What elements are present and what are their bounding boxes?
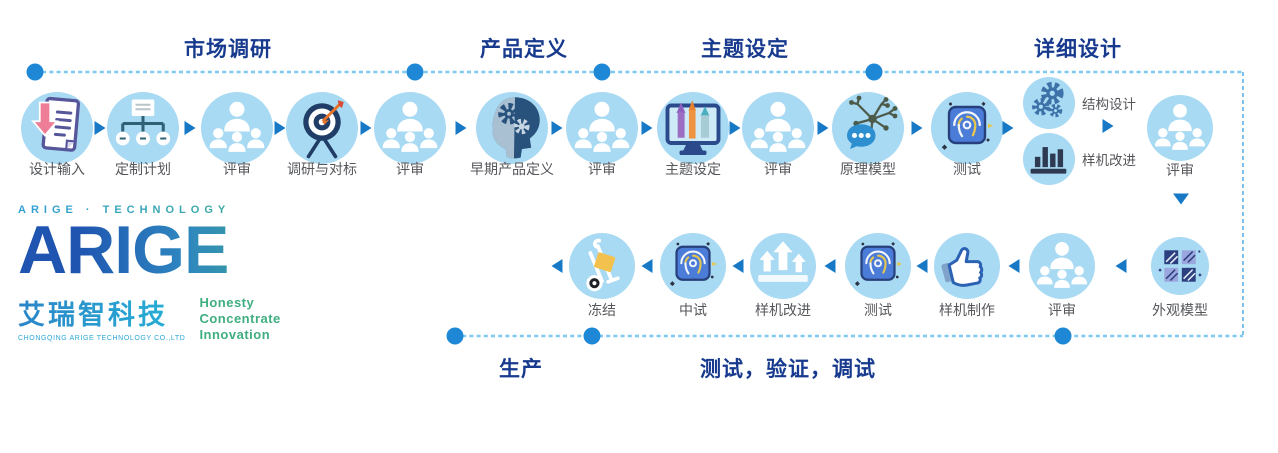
phase-label-theme-setting: 主题设定: [701, 38, 789, 61]
flow-arrow-left-icon: [916, 259, 928, 273]
thumbs-up-icon: [934, 233, 1000, 299]
step-label: 评审: [764, 161, 792, 177]
people-icon: [1029, 233, 1095, 299]
network-chat-icon: [832, 92, 904, 164]
step-label: 评审: [588, 161, 616, 177]
flow-arrow-right-icon: [911, 121, 923, 135]
people-icon: [566, 92, 638, 164]
phase-label-production: 生产: [499, 358, 543, 381]
phase-label-test-verify-debug: 测试，验证，调试: [700, 358, 876, 381]
up-arrows-icon: [750, 233, 816, 299]
step-label: 冻结: [588, 302, 616, 318]
target-icon: [286, 92, 358, 164]
step-label: 定制计划: [115, 161, 171, 177]
hand-truck-icon: [569, 233, 635, 299]
step-label: 样机改进: [755, 302, 811, 318]
flow-arrow-left-icon: [641, 259, 653, 273]
fingerprint-icon: [660, 233, 726, 299]
people-icon: [1147, 95, 1213, 161]
logo-slogan-line: Concentrate: [199, 310, 281, 326]
step-label: 评审: [223, 161, 251, 177]
people-icon: [374, 92, 446, 164]
logo-slogan-line: Innovation: [199, 327, 271, 343]
timeline-dots: [26, 63, 1072, 345]
flow-arrow-right-icon: [274, 121, 286, 135]
pattern-squares-icon: [1151, 237, 1209, 295]
step-label: 测试: [953, 161, 981, 177]
flow-arrow-right-icon: [729, 121, 741, 135]
flow-arrow-right-icon: [551, 121, 563, 135]
flow-arrow-right-icon: [817, 121, 829, 135]
logo-slogan-line: Honesty: [199, 294, 255, 310]
flow-arrow-right-icon: [1002, 121, 1014, 135]
step-label: 外观模型: [1152, 302, 1208, 318]
step-label: 中试: [679, 302, 707, 318]
logo-company-name-en: CHONGQING ARIGE TECHNOLOGY CO.,LTD: [18, 334, 186, 342]
step-label: 结构设计: [1082, 97, 1136, 112]
flow-arrow-left-icon: [551, 259, 563, 273]
company-logo: ARIGE · TECHNOLOGY ARIGE 艾瑞智科技 CHONGQING…: [18, 204, 318, 343]
timeline-dot: [406, 63, 424, 81]
flow-arrow-right-icon: [94, 121, 106, 135]
fingerprint-icon: [845, 233, 911, 299]
step-label: 样机制作: [939, 302, 995, 318]
logo-brand-line: ARIGE · TECHNOLOGY: [18, 204, 318, 216]
step-label: 测试: [864, 302, 892, 318]
flow-arrow-right-icon: [455, 121, 467, 135]
document-input-icon: [21, 92, 93, 164]
gears-icon: [1023, 77, 1075, 129]
logo-company-block: 艾瑞智科技 CHONGQING ARIGE TECHNOLOGY CO.,LTD: [18, 293, 185, 344]
timeline-dot: [583, 327, 601, 345]
timeline-dot: [446, 327, 464, 345]
step-label: 设计输入: [29, 161, 85, 177]
sitemap-icon: [107, 92, 179, 164]
phase-label-detailed-design: 详细设计: [1034, 38, 1122, 61]
logo-company-name-cn: 艾瑞智科技: [18, 293, 185, 332]
people-icon: [742, 92, 814, 164]
flow-arrow-right-icon: [641, 121, 653, 135]
step-label: 评审: [1048, 302, 1076, 318]
step-label: 评审: [396, 161, 424, 177]
phase-label-product-definition: 产品定义: [480, 38, 568, 61]
monitor-chart-icon: [657, 92, 729, 164]
logo-slogan: Honesty Concentrate Innovation: [199, 295, 280, 344]
head-gears-icon: [476, 92, 548, 164]
timeline-dot: [1054, 327, 1072, 345]
flow-arrow-right-icon: [1102, 119, 1114, 133]
phase-label-market-research: 市场调研: [184, 38, 272, 61]
flow-arrow-down-icon: [1173, 193, 1189, 205]
flow-arrow-left-icon: [1008, 259, 1020, 273]
step-label: 主题设定: [665, 161, 721, 177]
timeline-dot: [593, 63, 611, 81]
timeline-dot: [865, 63, 883, 81]
bar-chart-icon: [1023, 133, 1075, 185]
flow-arrow-right-icon: [360, 121, 372, 135]
logo-brand-name: ARIGE: [18, 216, 318, 284]
fingerprint-icon: [931, 92, 1003, 164]
flow-arrow-right-icon: [184, 121, 196, 135]
step-label: 原理模型: [840, 161, 896, 177]
people-icon: [201, 92, 273, 164]
flow-arrow-left-icon: [1115, 259, 1127, 273]
step-label: 调研与对标: [287, 161, 357, 177]
flow-arrow-left-icon: [824, 259, 836, 273]
step-label: 早期产品定义: [470, 161, 554, 177]
flow-arrow-left-icon: [732, 259, 744, 273]
step-label: 评审: [1166, 162, 1194, 178]
step-label: 样机改进: [1082, 153, 1136, 168]
timeline-dot: [26, 63, 44, 81]
